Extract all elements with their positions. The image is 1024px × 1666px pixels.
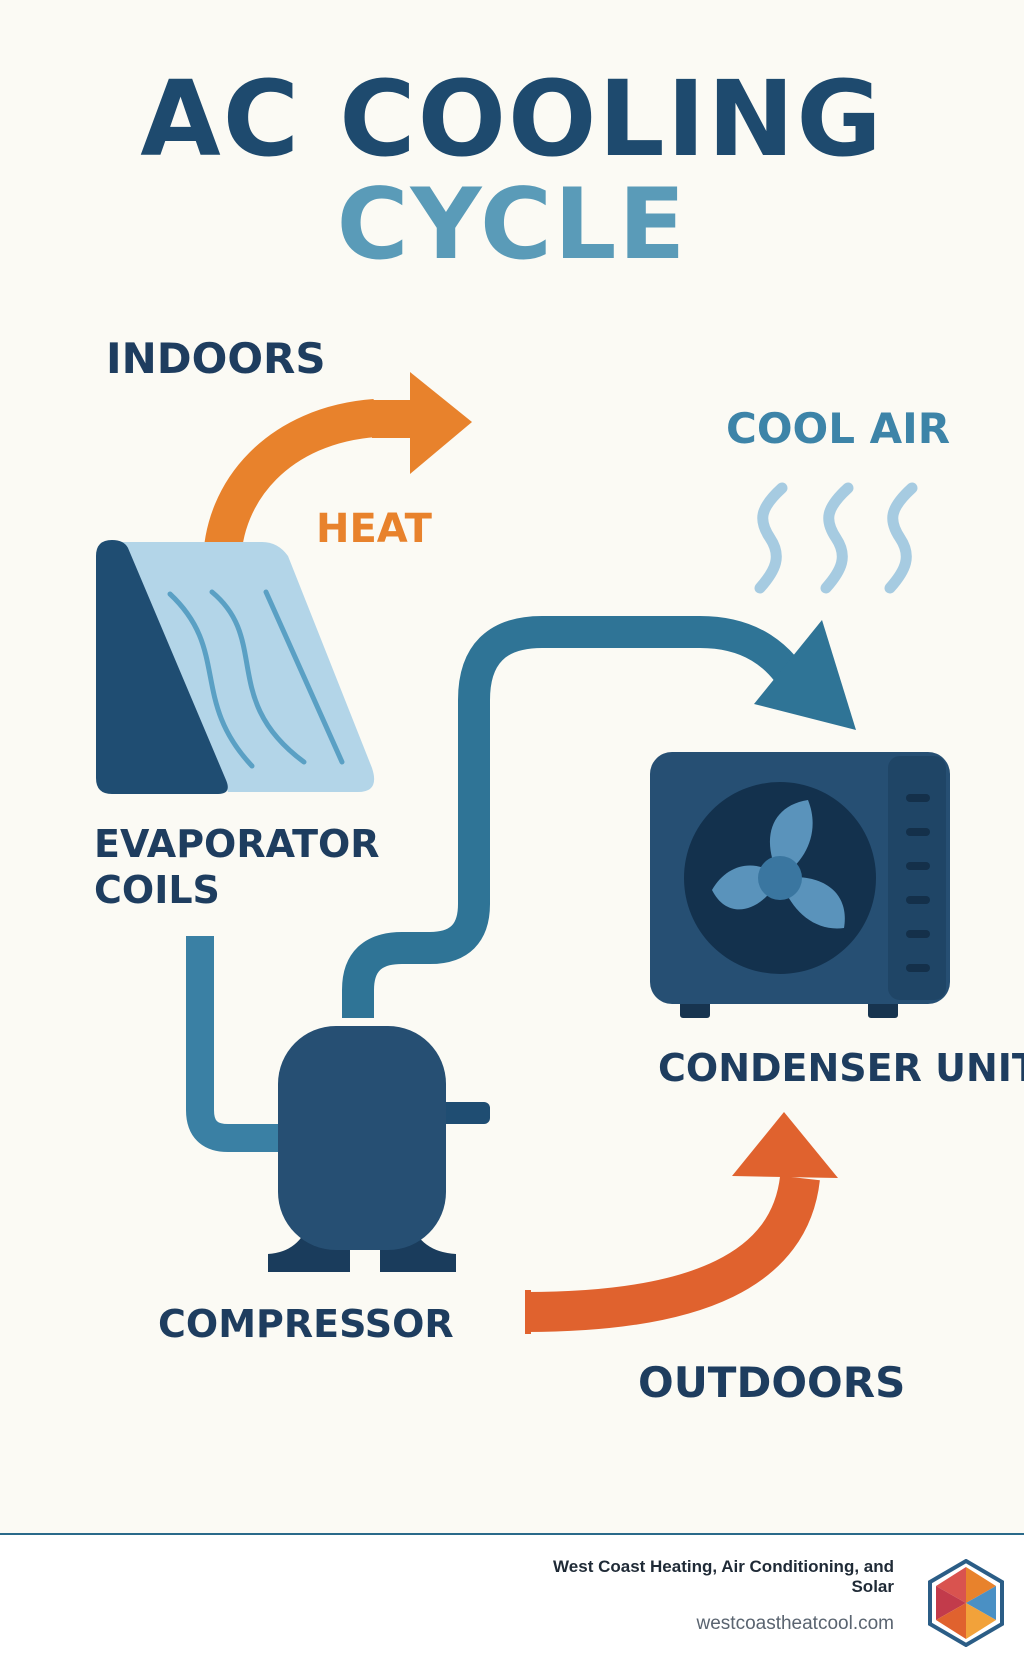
outdoors-label: OUTDOORS xyxy=(638,1358,906,1407)
company-name: West Coast Heating, Air Conditioning, an… xyxy=(553,1557,894,1596)
evaporator-coil-icon xyxy=(96,540,375,794)
condenser-label: CONDENSER UNIT xyxy=(658,1046,1024,1090)
website-link[interactable]: westcoastheatcool.com xyxy=(696,1613,895,1634)
condenser-fan-icon xyxy=(650,752,950,1018)
indoors-label: INDOORS xyxy=(106,334,326,383)
cycle-diagram xyxy=(96,372,950,1334)
title-line-2: CYCLE xyxy=(336,168,688,282)
cool-air-label: COOL AIR xyxy=(726,404,951,453)
evaporator-label-line-1: EVAPORATOR xyxy=(94,822,380,866)
supply-pipe-arrowhead xyxy=(754,620,856,730)
title-line-1: AC COOLING xyxy=(140,58,884,180)
footer-divider xyxy=(0,1533,1024,1535)
compressor-label: COMPRESSOR xyxy=(158,1302,454,1346)
heat-label: HEAT xyxy=(316,506,432,552)
cool-air-waves-icon xyxy=(754,482,918,594)
refrigerant-supply-pipe xyxy=(342,616,815,1018)
refrigerant-return-pipe xyxy=(186,936,296,1152)
compressor-icon xyxy=(268,1026,490,1272)
footer: West Coast Heating, Air Conditioning, an… xyxy=(0,1535,1024,1666)
heat-arrow-icon xyxy=(203,372,472,566)
hexagon-logo-icon xyxy=(928,1559,1004,1647)
evaporator-label-line-2: COILS xyxy=(94,868,220,912)
outdoor-heat-arrow-icon xyxy=(525,1112,838,1334)
